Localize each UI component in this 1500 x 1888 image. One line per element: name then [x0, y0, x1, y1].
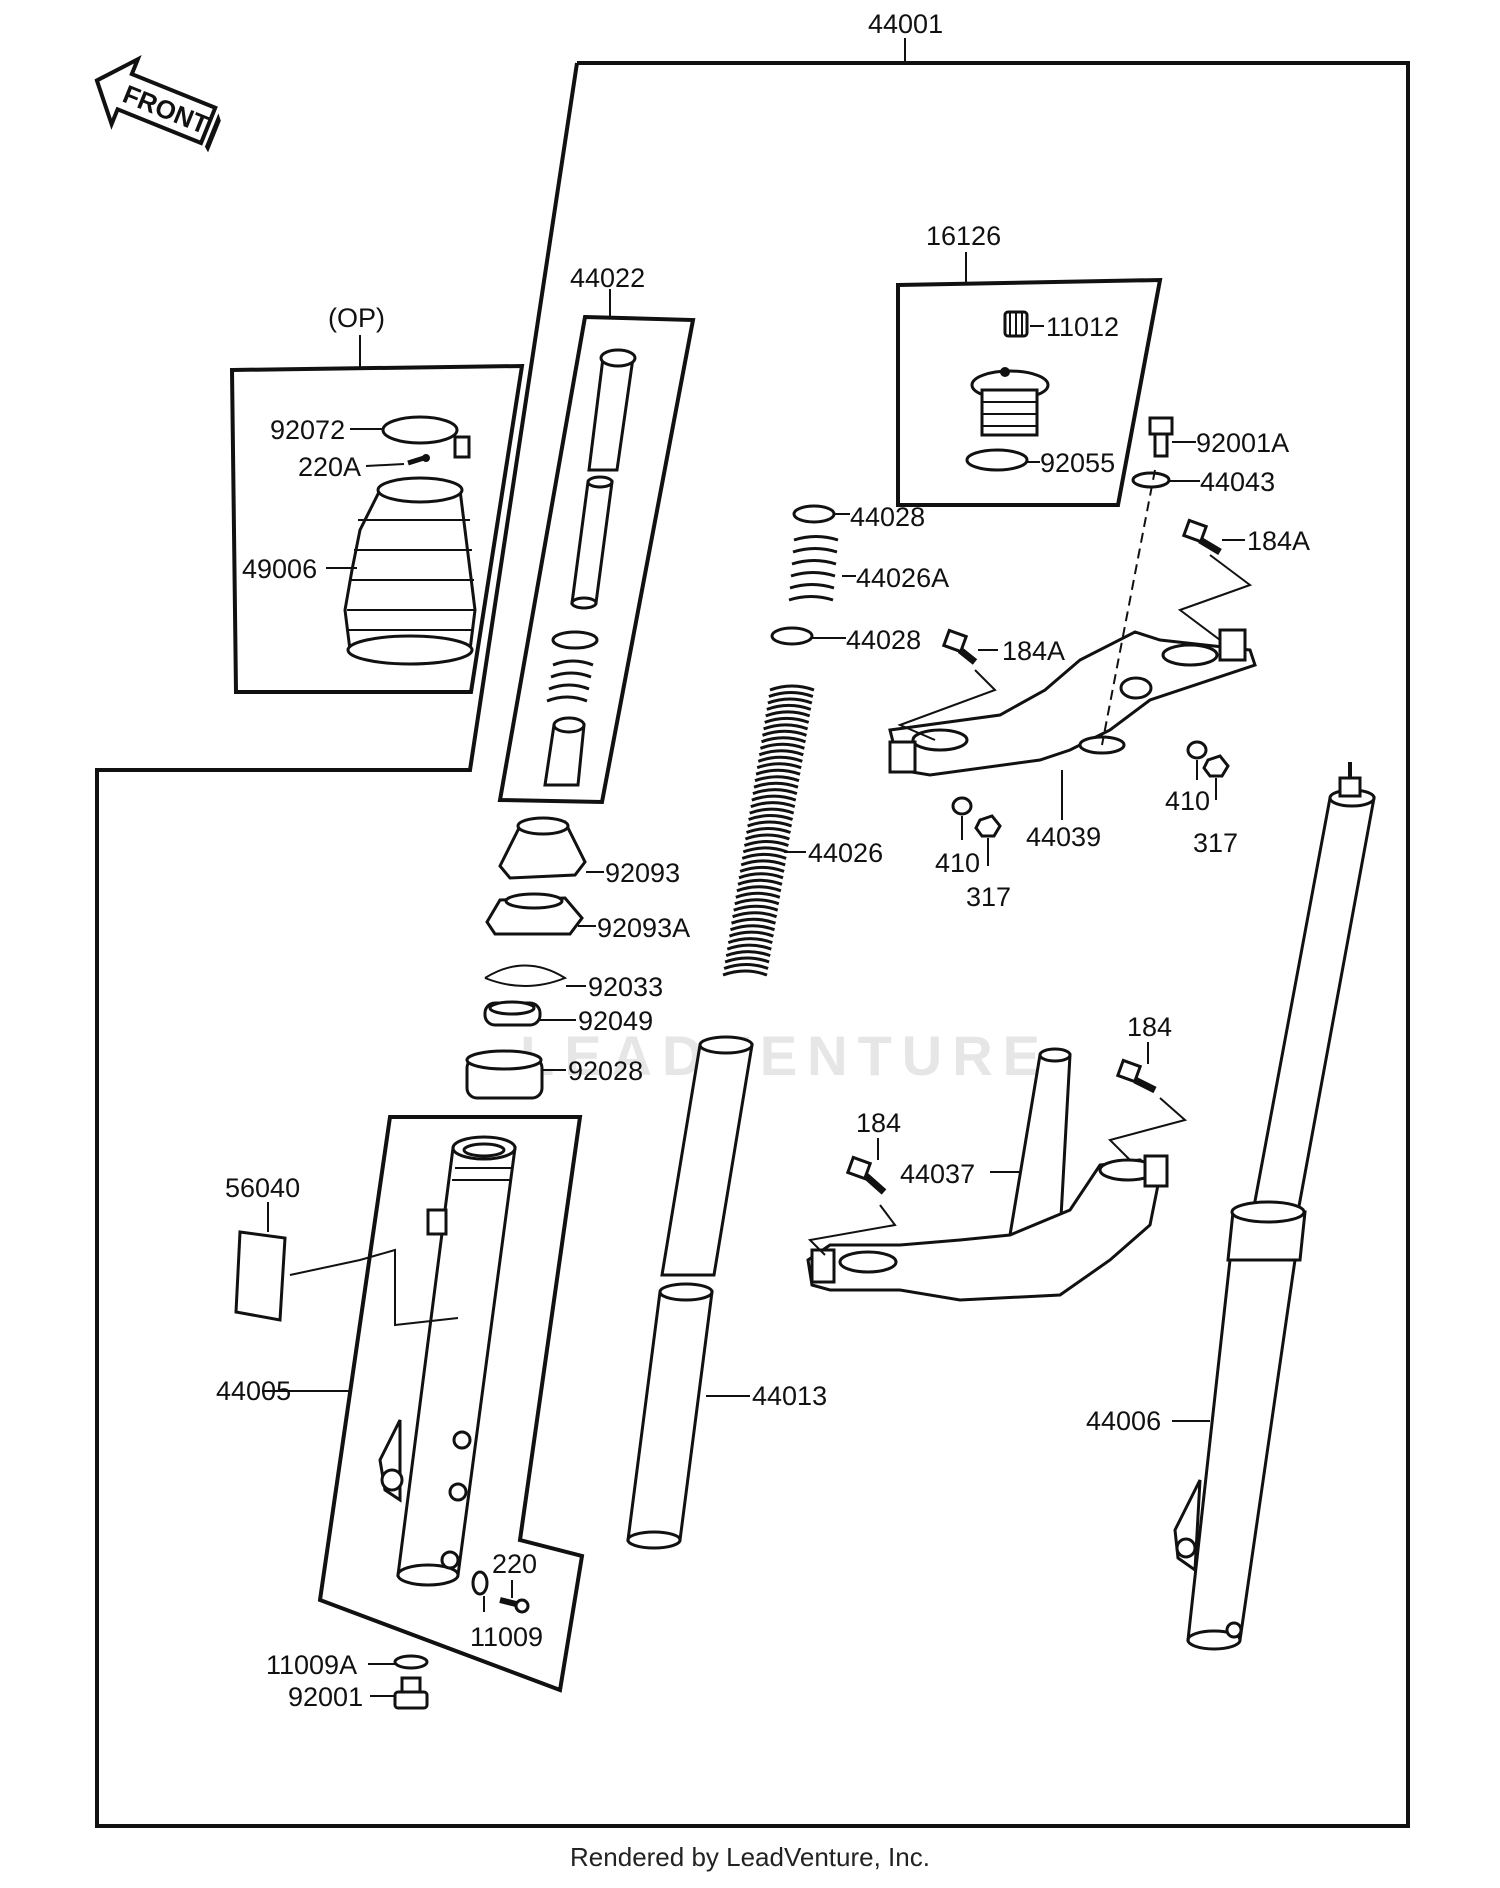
label-44013: 44013 [752, 1381, 827, 1411]
label-92049: 92049 [578, 1006, 653, 1036]
centerline-upper [1101, 469, 1156, 746]
label-op: (OP) [328, 303, 385, 333]
label-92028: 92028 [568, 1056, 643, 1086]
drain-bolt-92001 [393, 1676, 429, 1710]
label-410-left: 410 [935, 848, 980, 878]
o-ring-92055 [965, 448, 1029, 472]
bushing-92028 [465, 1049, 544, 1100]
label-44026A: 44026A [856, 563, 949, 593]
bolt-zigzag-lower-right [1108, 1097, 1188, 1161]
label-56040: 56040 [225, 1173, 300, 1203]
lower-triple-clamp-44037 [806, 1047, 1169, 1302]
damper-rod-frame [497, 314, 696, 805]
label-44028-upper: 44028 [850, 502, 925, 532]
label-44037: 44037 [900, 1159, 975, 1189]
label-92001: 92001 [288, 1682, 363, 1712]
watermark-text: LEADVENTURE [520, 1024, 1050, 1087]
label-44005: 44005 [216, 1376, 291, 1406]
seal-92093A [485, 892, 584, 936]
fork-boot-49006 [343, 476, 477, 666]
front-arrow-icon: FRONT [94, 54, 221, 153]
label-44026: 44026 [808, 838, 883, 868]
bolt-184-left [845, 1155, 887, 1195]
label-92093A: 92093A [597, 913, 690, 943]
damper-piece [543, 716, 586, 787]
washer-44043 [1131, 471, 1171, 489]
label-11012: 11012 [1046, 312, 1119, 342]
label-11009: 11009 [470, 1622, 543, 1652]
washer-410-left [951, 796, 973, 816]
bolt-184A-mid [941, 628, 978, 665]
nut-317-left [974, 814, 1002, 838]
fork-spring-44026 [722, 684, 815, 977]
leader-220A [365, 463, 405, 467]
spring-coils [722, 684, 815, 977]
valve-cap-11012 [1003, 310, 1029, 338]
upper-triple-clamp-44039 [888, 628, 1257, 777]
op-boot-frame [229, 363, 525, 694]
label-184A-upper: 184A [1247, 526, 1310, 556]
screw-220A [407, 454, 430, 466]
left-outer-tube-frame [317, 1115, 585, 1693]
label-317-right: 317 [1193, 828, 1238, 858]
rebound-spring [546, 659, 594, 703]
fork-cap-bolt [970, 367, 1050, 437]
screw-220 [499, 1597, 530, 1614]
label-317-left: 317 [966, 882, 1011, 912]
cap-bolt-frame [896, 277, 1163, 507]
label-92093: 92093 [605, 858, 680, 888]
label-44001: 44001 [868, 9, 943, 39]
left-outer-tube-44005 [378, 1135, 517, 1587]
inner-tube-44013 [626, 1035, 754, 1550]
label-184-left: 184 [856, 1108, 901, 1138]
label-410-right: 410 [1165, 786, 1210, 816]
main-assembly-frame [95, 61, 1410, 1828]
retaining-ring-92033 [484, 964, 568, 987]
label-11009A: 11009A [266, 1650, 357, 1680]
label-pointer-56040 [289, 1248, 459, 1327]
damper-washer [551, 630, 599, 650]
spring-44026A [788, 535, 839, 602]
label-44043: 44043 [1200, 467, 1275, 497]
bolt-zigzag-mid [897, 669, 997, 741]
bolt-92001A [1148, 416, 1174, 458]
label-49006: 49006 [242, 554, 317, 584]
dust-seal-92093 [498, 816, 587, 880]
nut-317-right [1202, 754, 1230, 778]
washer-410-right [1186, 740, 1208, 760]
label-92033: 92033 [588, 972, 663, 1002]
label-92055: 92055 [1040, 448, 1115, 478]
footer-credit: Rendered by LeadVenture, Inc. [570, 1842, 930, 1872]
label-220: 220 [492, 1549, 537, 1579]
right-fork-leg-44006 [1173, 762, 1376, 1651]
label-44028-lower: 44028 [846, 625, 921, 655]
washer-11009 [471, 1570, 489, 1596]
label-44022: 44022 [570, 263, 645, 293]
spring-seat-44028-upper [792, 504, 836, 524]
bolt-zigzag-lower-left [807, 1204, 897, 1256]
label-184-right: 184 [1127, 1012, 1172, 1042]
label-92001A: 92001A [1196, 428, 1289, 458]
bolt-184A-upper [1181, 518, 1222, 556]
clamp-band-92072 [381, 415, 471, 459]
bolt-zigzag-upper [1177, 554, 1253, 641]
oil-seal-92049 [483, 1000, 542, 1027]
label-184A-mid: 184A [1002, 636, 1065, 666]
spring-seat-44028-lower [770, 626, 814, 646]
label-44039: 44039 [1026, 822, 1101, 852]
damper-rod [570, 348, 637, 610]
gasket-11009A [393, 1654, 429, 1670]
label-92072: 92072 [270, 415, 345, 445]
label-220A: 220A [298, 452, 361, 482]
label-16126: 16126 [926, 221, 1001, 251]
bolt-184-right [1115, 1058, 1157, 1094]
caution-label-56040 [234, 1230, 287, 1322]
label-44006: 44006 [1086, 1406, 1161, 1436]
